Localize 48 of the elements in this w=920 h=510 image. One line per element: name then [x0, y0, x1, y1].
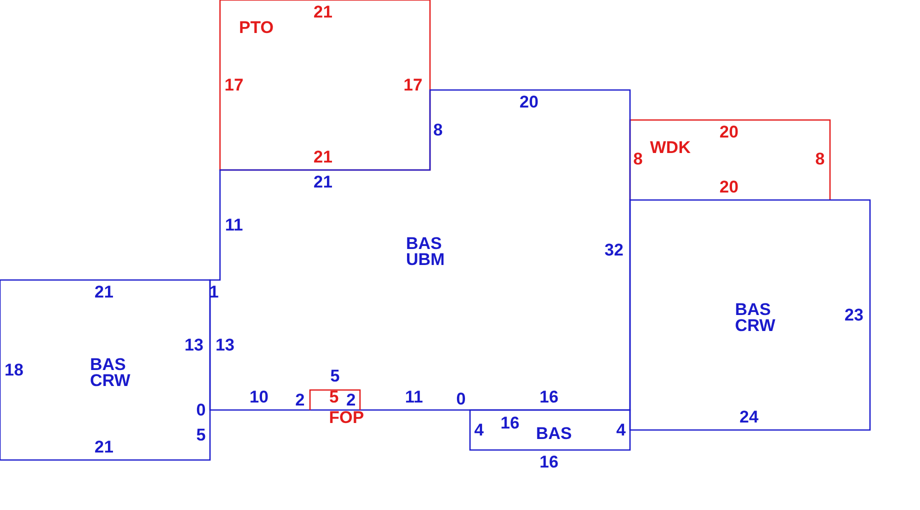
- dimension-label: 5: [330, 368, 340, 384]
- area-label: FOP: [329, 410, 364, 426]
- dimension-label: 4: [616, 422, 626, 438]
- area-label: PTO: [239, 20, 274, 36]
- plan-area: [470, 410, 630, 450]
- dimension-label: 0: [196, 402, 206, 418]
- area-label: BAS UBM: [406, 236, 445, 268]
- plan-area: [220, 0, 430, 170]
- area-label: BAS: [536, 426, 572, 442]
- dimension-label: 23: [844, 306, 864, 324]
- dimension-label: 17: [224, 76, 244, 94]
- dimension-label: 2: [295, 392, 305, 408]
- dimension-label: 21: [314, 174, 332, 190]
- area-label: BAS CRW: [90, 357, 130, 389]
- dimension-label: 8: [815, 150, 825, 168]
- plan-area: [0, 280, 210, 460]
- area-label: WDK: [650, 140, 691, 156]
- dimension-label: 21: [94, 438, 114, 456]
- dimension-label: 5: [196, 426, 206, 444]
- dimension-label: 0: [456, 390, 466, 408]
- dimension-label: 11: [405, 388, 423, 406]
- dimension-label: 11: [225, 216, 243, 234]
- plan-area: [210, 90, 630, 410]
- dimension-label: 10: [250, 388, 268, 406]
- dimension-label: 5: [329, 388, 339, 406]
- dimension-label: 13: [184, 336, 204, 354]
- dimension-label: 24: [740, 408, 758, 426]
- dimension-label: 8: [633, 150, 643, 168]
- dimension-label: 18: [4, 362, 24, 378]
- dimension-label: 21: [94, 284, 114, 300]
- dimension-label: 20: [720, 124, 738, 140]
- plan-area: [630, 200, 870, 430]
- dimension-label: 13: [216, 336, 234, 354]
- dimension-label: 17: [404, 76, 422, 94]
- dimension-label: 32: [604, 242, 624, 258]
- dimension-label: 2: [346, 392, 356, 408]
- dimension-label: 16: [540, 388, 558, 406]
- dimension-label: 16: [540, 454, 558, 470]
- area-label: BAS CRW: [735, 302, 776, 334]
- dimension-label: 21: [314, 4, 332, 20]
- dimension-label: 20: [720, 178, 738, 196]
- dimension-label: 21: [314, 148, 332, 166]
- dimension-label: 20: [520, 94, 538, 110]
- dimension-label: 16: [500, 414, 520, 432]
- dimension-label: 8: [433, 122, 443, 138]
- dimension-label: 4: [474, 422, 484, 438]
- plan-area: [630, 120, 830, 200]
- dimension-label: 1: [209, 284, 219, 300]
